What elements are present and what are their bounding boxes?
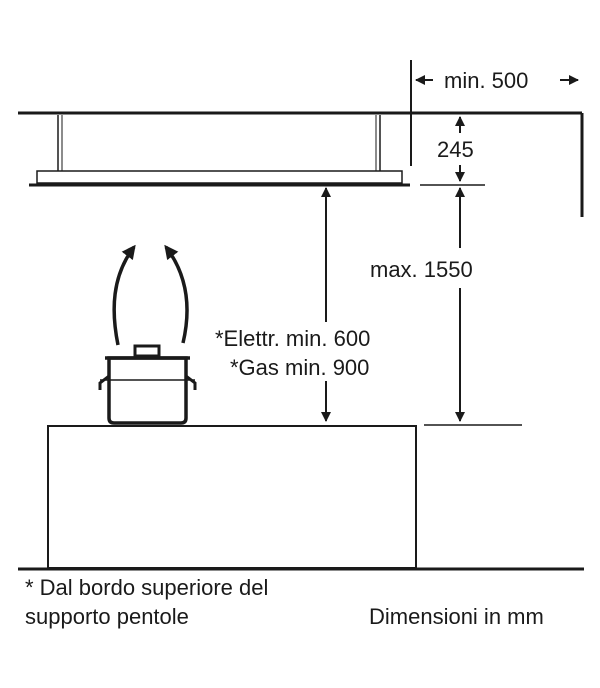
gas-min-label: *Gas min. 900 (230, 355, 369, 380)
min-500-label: min. 500 (444, 68, 528, 93)
dimension-min-500: min. 500 (410, 60, 579, 166)
units-note: Dimensioni in mm (369, 604, 544, 629)
dimension-max-1550: max. 1550 (370, 187, 473, 422)
counter (18, 424, 584, 571)
footnote-line-2: supporto pentole (25, 604, 189, 629)
footnote-line-1: * Dal bordo superiore del (25, 575, 268, 600)
ceiling (18, 111, 584, 217)
cooker-hood (29, 115, 410, 187)
dimension-min-distance: *Elettr. min. 600 *Gas min. 900 (215, 187, 370, 422)
steam-arrows (112, 244, 189, 346)
cooking-pot (98, 344, 197, 425)
electric-min-label: *Elettr. min. 600 (215, 326, 370, 351)
dim-245-label: 245 (437, 137, 474, 162)
footnote: * Dal bordo superiore del supporto pento… (25, 575, 268, 629)
dimension-245: 245 (420, 116, 485, 186)
max-1550-label: max. 1550 (370, 257, 473, 282)
